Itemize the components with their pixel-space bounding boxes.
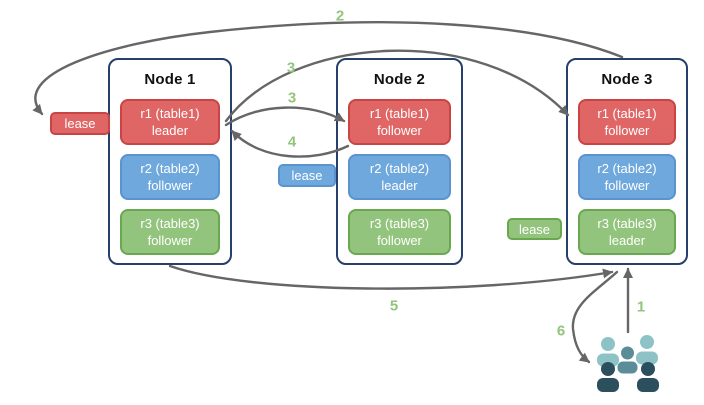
node1-r1-replica: r1 (table1) leader [120, 99, 220, 145]
step-label-1: 1 [636, 298, 646, 316]
node-2-title: Node 2 [373, 71, 426, 88]
node3-r3-replica: r3 (table3) leader [578, 209, 676, 255]
step-label-4: 4 [287, 133, 297, 151]
step-label-3a: 3 [286, 59, 296, 77]
node2-r2-replica: r2 (table2) leader [348, 154, 451, 200]
node2-r1-replica: r1 (table1) follower [348, 99, 451, 145]
node3-r1-replica: r1 (table1) follower [578, 99, 676, 145]
replica-role: leader [151, 123, 189, 138]
replica-label: r2 (table2) [140, 161, 200, 176]
replica-role: leader [381, 178, 418, 193]
arrow-step5-node1-to-node3 [168, 264, 614, 290]
lease-badge-r3: lease [507, 218, 562, 240]
users-icon [597, 335, 659, 392]
node-3-box: Node 3 r1 (table1) follower r2 (table2) … [566, 58, 688, 265]
node-2-box: Node 2 r1 (table1) follower r2 (table2) … [336, 58, 463, 265]
step-label-5: 5 [389, 297, 399, 315]
step-label-2: 2 [335, 7, 345, 25]
replica-role: follower [147, 178, 193, 193]
arrow-step3-leader-to-node2 [224, 106, 346, 127]
replica-role: follower [377, 233, 422, 248]
step-label-3b: 3 [287, 89, 297, 107]
node3-r2-replica: r2 (table2) follower [578, 154, 676, 200]
replica-label: r1 (table1) [597, 106, 657, 121]
node-1-box: Node 1 r1 (table1) leader r2 (table2) fo… [108, 58, 232, 265]
replica-label: r1 (table1) [140, 106, 200, 121]
lease-badge-r1: lease [50, 112, 110, 135]
replica-role: follower [377, 123, 422, 138]
step-label-6: 6 [556, 322, 566, 340]
replica-label: r3 (table3) [369, 216, 430, 231]
node1-r3-replica: r3 (table3) follower [120, 209, 220, 255]
lease-badge-r2: lease [278, 164, 336, 187]
node-1-title: Node 1 [144, 71, 196, 88]
node-3-title: Node 3 [601, 71, 653, 88]
replica-label: r3 (table3) [597, 216, 657, 231]
node2-r3-replica: r3 (table3) follower [348, 209, 451, 255]
replica-role: follower [604, 123, 650, 138]
replica-label: r3 (table3) [140, 216, 200, 231]
node1-r2-replica: r2 (table2) follower [120, 154, 220, 200]
replica-label: r2 (table2) [369, 161, 430, 176]
replica-role: follower [147, 233, 193, 248]
replica-role: follower [604, 178, 650, 193]
replica-label: r1 (table1) [369, 106, 430, 121]
replica-role: leader [608, 233, 646, 248]
replica-label: r2 (table2) [597, 161, 657, 176]
